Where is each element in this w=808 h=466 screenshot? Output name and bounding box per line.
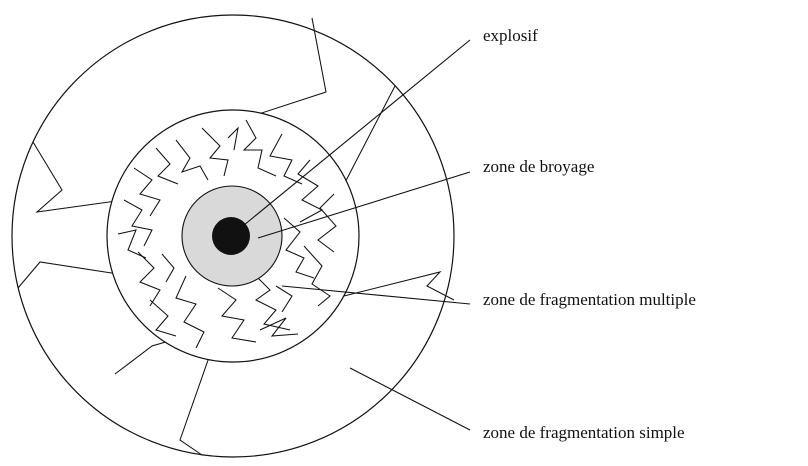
zone-frag-simple-label: zone de fragmentation simple <box>483 423 685 442</box>
explosif-label: explosif <box>483 26 538 45</box>
explosive-charge <box>212 217 250 255</box>
zone-broyage-label: zone de broyage <box>483 157 594 176</box>
zone-frag-multiple-label: zone de fragmentation multiple <box>483 290 696 309</box>
